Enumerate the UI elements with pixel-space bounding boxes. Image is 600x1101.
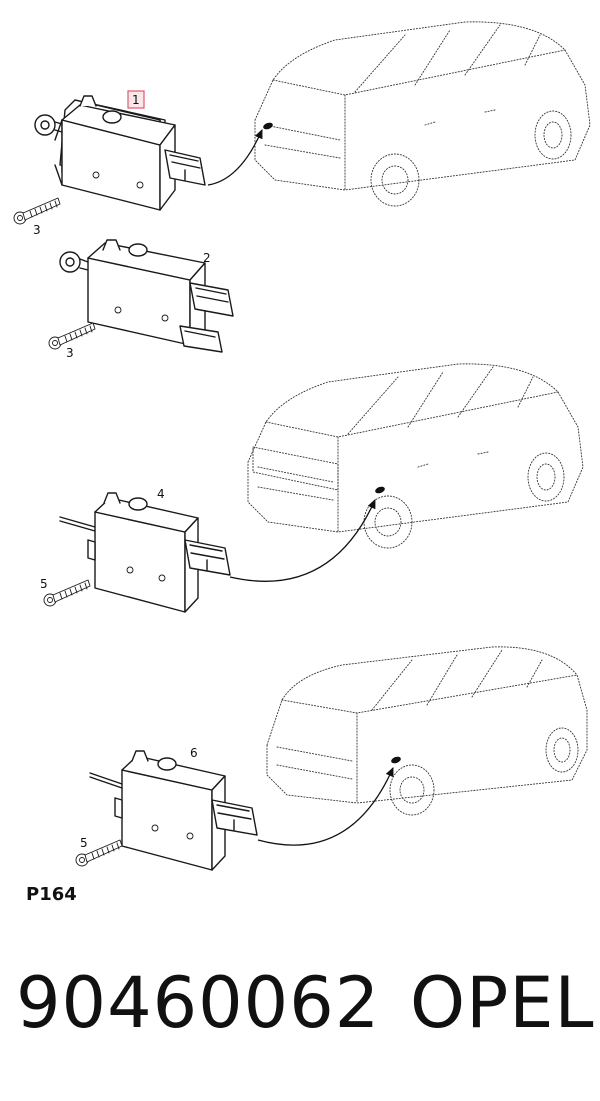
callout-3b: 3 [66,346,74,360]
callout-3a: 3 [33,223,41,237]
callout-6: 6 [190,746,198,760]
callout-2: 2 [203,251,211,265]
callout-4: 4 [157,487,165,501]
arrow-actuator-4 [229,499,376,582]
callout-5a: 5 [40,577,48,591]
actuator-location-mark [263,122,273,130]
actuator-6 [89,750,258,871]
car-hatchback-5door [254,21,591,207]
part-number: 90460062 [16,962,381,1044]
actuator-1 [34,95,206,211]
callout-1-highlight [127,90,145,109]
actuator-2 [59,239,234,353]
actuator-location-mark [375,486,385,494]
callout-5b: 5 [80,836,88,850]
callout-1: 1 [132,93,140,107]
actuator-location-mark [391,756,401,764]
actuator-4 [59,492,231,613]
brand-name: OPEL [410,962,595,1044]
arrow-actuator-1 [207,129,263,186]
bolt-5a [43,579,91,607]
car-estate [266,646,588,816]
car-sedan [247,363,584,549]
bolt-3a [13,197,61,225]
diagram-code: P164 [26,884,77,905]
arrow-actuator-6 [257,767,394,846]
